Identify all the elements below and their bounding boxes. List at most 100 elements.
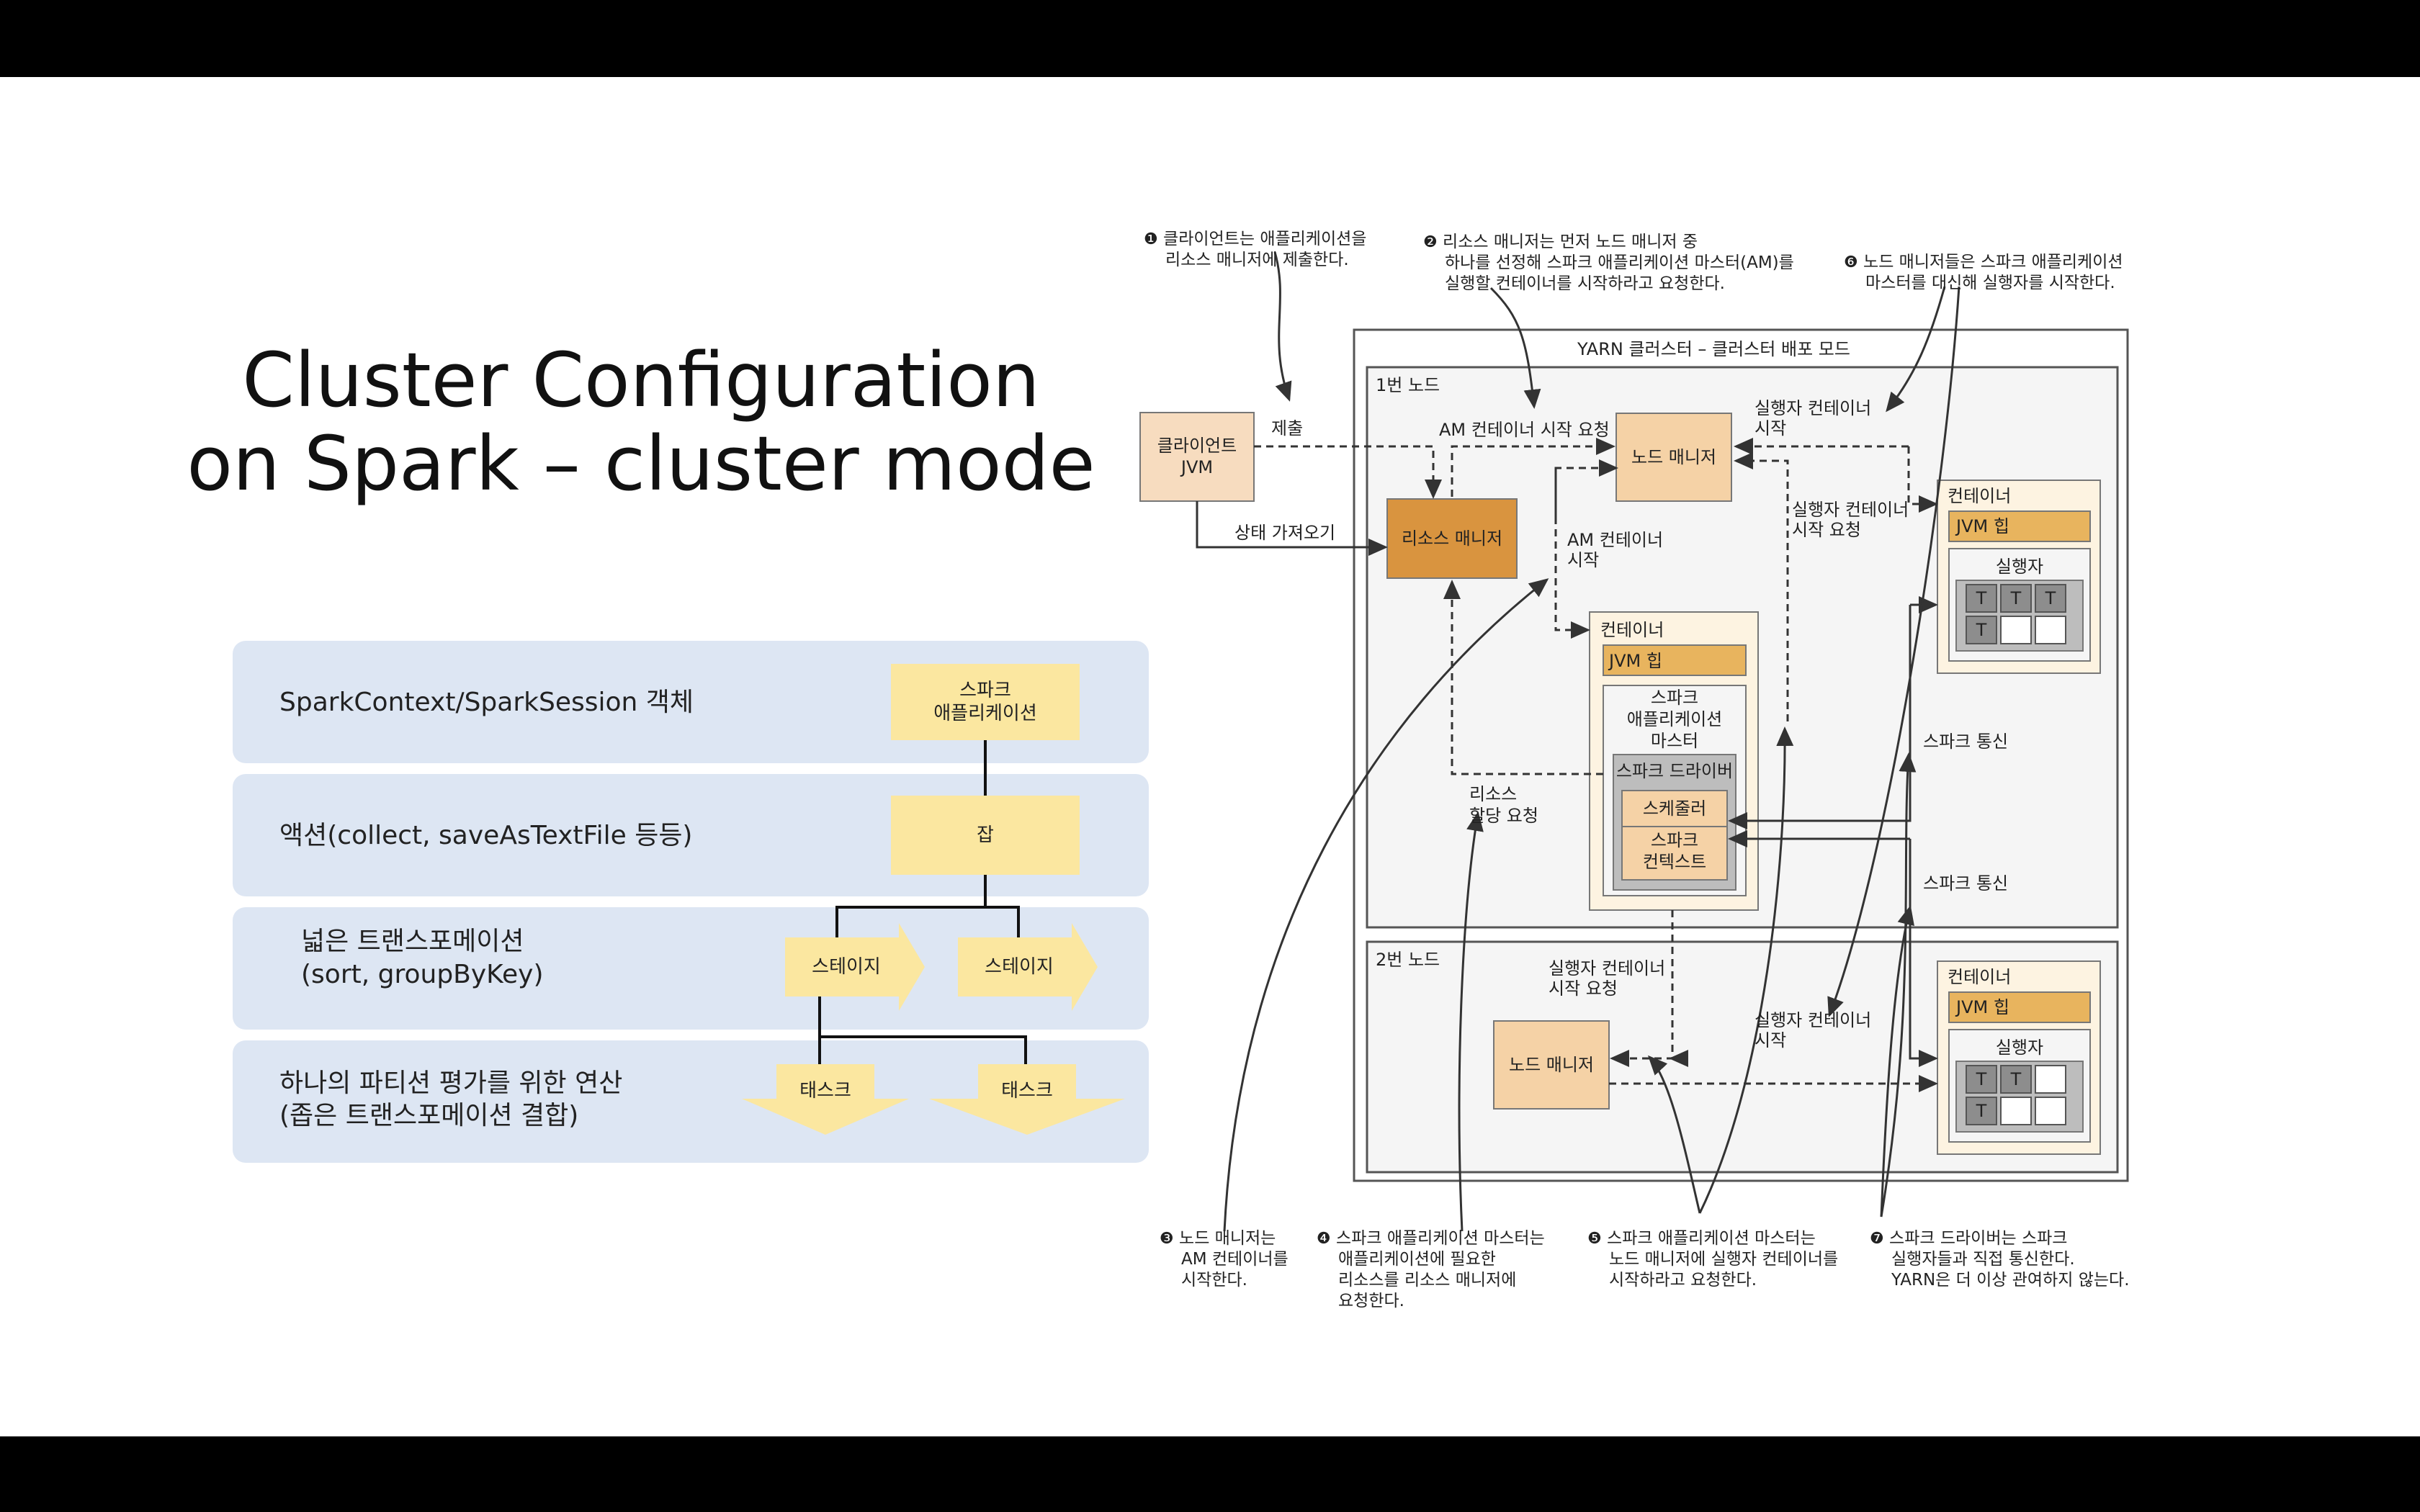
exec-2-jvm-heap-label: JVM 힙 (1956, 997, 2009, 1017)
task-slot (1966, 1065, 1997, 1094)
task-2-label-wrap: 태스크 (978, 1074, 1076, 1107)
slide-title-line2: on Spark – cluster mode (187, 420, 1095, 508)
note7-pointer-a (1880, 752, 1917, 1218)
note-4-line3: 리소스를 리소스 매니저에 (1338, 1271, 1517, 1290)
submit-arrow (1254, 445, 1442, 499)
client-line2: JVM (1180, 457, 1214, 477)
note-4-line4: 요청한다. (1338, 1292, 1404, 1310)
note-5-num: ❺ (1587, 1230, 1602, 1248)
exec-start-req-line1: 실행자 컨테이너 (1792, 500, 1909, 520)
note5-pointer-a (1647, 1055, 1701, 1214)
am-start-request-label: AM 컨테이너 시작 요청 (1439, 420, 1610, 440)
node1-exec-start-arrow (1907, 446, 1938, 513)
exec-start-request-arrow (1734, 452, 1789, 721)
stage-2-label-wrap: 스테이지 (965, 950, 1073, 984)
row-wide-label-1: 넓은 트랜스포메이션 (301, 927, 524, 956)
resource-manager-box (1386, 498, 1518, 579)
row-narrow-label-2: (좁은 트랜스포메이션 결합) (279, 1101, 579, 1130)
task-letter: T (2010, 588, 2022, 608)
row-action-label: 액션(collect, saveAsTextFile 등등) (279, 821, 693, 850)
task-slot (1966, 584, 1997, 613)
job-box: 잡 (891, 796, 1080, 875)
node-manager-1-label: 노드 매니저 (1631, 447, 1717, 467)
note-7-line3: YARN은 더 이상 관여하지 않는다. (1891, 1271, 2130, 1290)
am-start-line1: AM 컨테이너 (1567, 530, 1664, 550)
resource-alloc-line1: 리소스 (1469, 784, 1518, 804)
am-start-request-arrow (1451, 438, 1615, 497)
app-box-line1: 스파크 (959, 680, 1011, 701)
spark-application-box: 스파크 애플리케이션 (891, 664, 1080, 740)
am-start-down-arrow (1554, 468, 1590, 639)
resource-manager-label: 리소스 매니저 (1401, 528, 1503, 549)
task-slot (2000, 584, 2032, 613)
slide-title: Cluster Configuration on Spark – cluster… (158, 338, 1124, 505)
task-arrow-2 (929, 1064, 1125, 1135)
note-3-num: ❸ (1160, 1230, 1174, 1248)
empty-slot (2035, 1097, 2066, 1125)
context-line2: 컨텍스트 (1642, 852, 1707, 872)
note-5-line1: 스파크 애플리케이션 마스터는 (1607, 1229, 1816, 1248)
row-narrow-label-1: 하나의 파티션 평가를 위한 연산 (279, 1068, 623, 1098)
exec-start-req-line2: 시작 요청 (1792, 520, 1861, 540)
am-line1: 스파크 (1650, 688, 1699, 708)
am-line2: 애플리케이션 (1626, 709, 1723, 729)
note-4-num: ❹ (1317, 1230, 1331, 1248)
empty-slot (2035, 1065, 2066, 1094)
app-box-line2: 애플리케이션 (933, 703, 1037, 724)
node2-exec-req-line2: 시작 요청 (1549, 978, 1618, 999)
note5-pointer-b (1698, 726, 1794, 1214)
node2-exec-req-line1: 실행자 컨테이너 (1549, 958, 1666, 978)
task-slot (1966, 1097, 1997, 1125)
note-7: ❼ 스파크 드라이버는 스파크 실행자들과 직접 통신한다. YARN은 더 이… (1870, 1228, 2130, 1291)
status-label: 상태 가져오기 (1234, 523, 1336, 543)
note-1: ❶ 클라이언트는 애플리케이션을 리소스 매니저에 제출한다. (1144, 229, 1366, 271)
task-letter: T (1976, 588, 1987, 608)
note-3-line3: 시작한다. (1181, 1271, 1247, 1290)
exec-1-jvm-heap-label: JVM 힙 (1956, 516, 2009, 536)
task-slot (2000, 1065, 2032, 1094)
executor-1-jvm-heap (1948, 510, 2091, 542)
spark-comm-1-label: 스파크 통신 (1923, 732, 2009, 752)
stage-1-label: 스테이지 (812, 956, 881, 978)
note-6-line1: 노드 매니저들은 스파크 애플리케이션 (1863, 253, 2123, 271)
note-6-line2: 마스터를 대신해 실행자를 시작한다. (1865, 274, 2115, 292)
client-jvm-label: 클라이언트 JVM (1140, 435, 1254, 478)
am-line3: 마스터 (1650, 731, 1699, 751)
cluster-title: YARN 클러스터 – 클러스터 배포 모드 (1577, 339, 1850, 359)
submit-label: 제출 (1271, 418, 1304, 438)
stage-1-label-wrap: 스테이지 (792, 950, 900, 984)
bottom-letterbox (0, 1436, 2420, 1512)
task-slot (2035, 584, 2066, 613)
note-5-line3: 시작하라고 요청한다. (1609, 1271, 1757, 1290)
note-1-num: ❶ (1144, 230, 1158, 248)
note-2: ❷ 리소스 매니저는 먼저 노드 매니저 중 하나를 선정해 스파크 애플리케이… (1423, 232, 1794, 294)
executor-2-jvm-heap (1948, 991, 2091, 1023)
empty-slot (2000, 616, 2032, 644)
task-letter: T (1976, 1069, 1987, 1089)
note-3-line2: AM 컨테이너를 (1181, 1250, 1289, 1269)
executor-2-label: 실행자 (1995, 1038, 2044, 1058)
client-jvm-box (1139, 412, 1255, 502)
status-fetch-arrow (1196, 501, 1388, 556)
spark-comm-2-label: 스파크 통신 (1923, 873, 2009, 894)
note-2-line3: 실행할 컨테이너를 시작하라고 요청한다. (1445, 274, 1725, 293)
node-manager-2-label: 노드 매니저 (1508, 1055, 1595, 1075)
am-master-label: 스파크 애플리케이션 마스터 (1603, 687, 1746, 752)
stage-arrow-1 (785, 923, 925, 1011)
note6-pointer-a (1886, 286, 1946, 413)
task-1-label-wrap: 태스크 (776, 1074, 874, 1107)
spark-context-label: 스파크 컨텍스트 (1622, 829, 1727, 873)
note-6: ❻ 노드 매니저들은 스파크 애플리케이션 마스터를 대신해 실행자를 시작한다… (1844, 252, 2123, 294)
note-7-num: ❼ (1870, 1230, 1884, 1248)
node-2-label: 2번 노드 (1376, 950, 1440, 970)
task-letter: T (2010, 1069, 2022, 1089)
note-1-line1: 클라이언트는 애플리케이션을 (1163, 230, 1367, 248)
note-2-line2: 하나를 선정해 스파크 애플리케이션 마스터(AM)를 (1445, 253, 1794, 272)
task-letter: T (1976, 1101, 1987, 1121)
task-2-label: 태스크 (1001, 1080, 1053, 1102)
note-7-line1: 스파크 드라이버는 스파크 (1889, 1229, 2068, 1248)
job-box-label: 잡 (977, 824, 994, 846)
am-jvm-heap (1603, 644, 1747, 676)
